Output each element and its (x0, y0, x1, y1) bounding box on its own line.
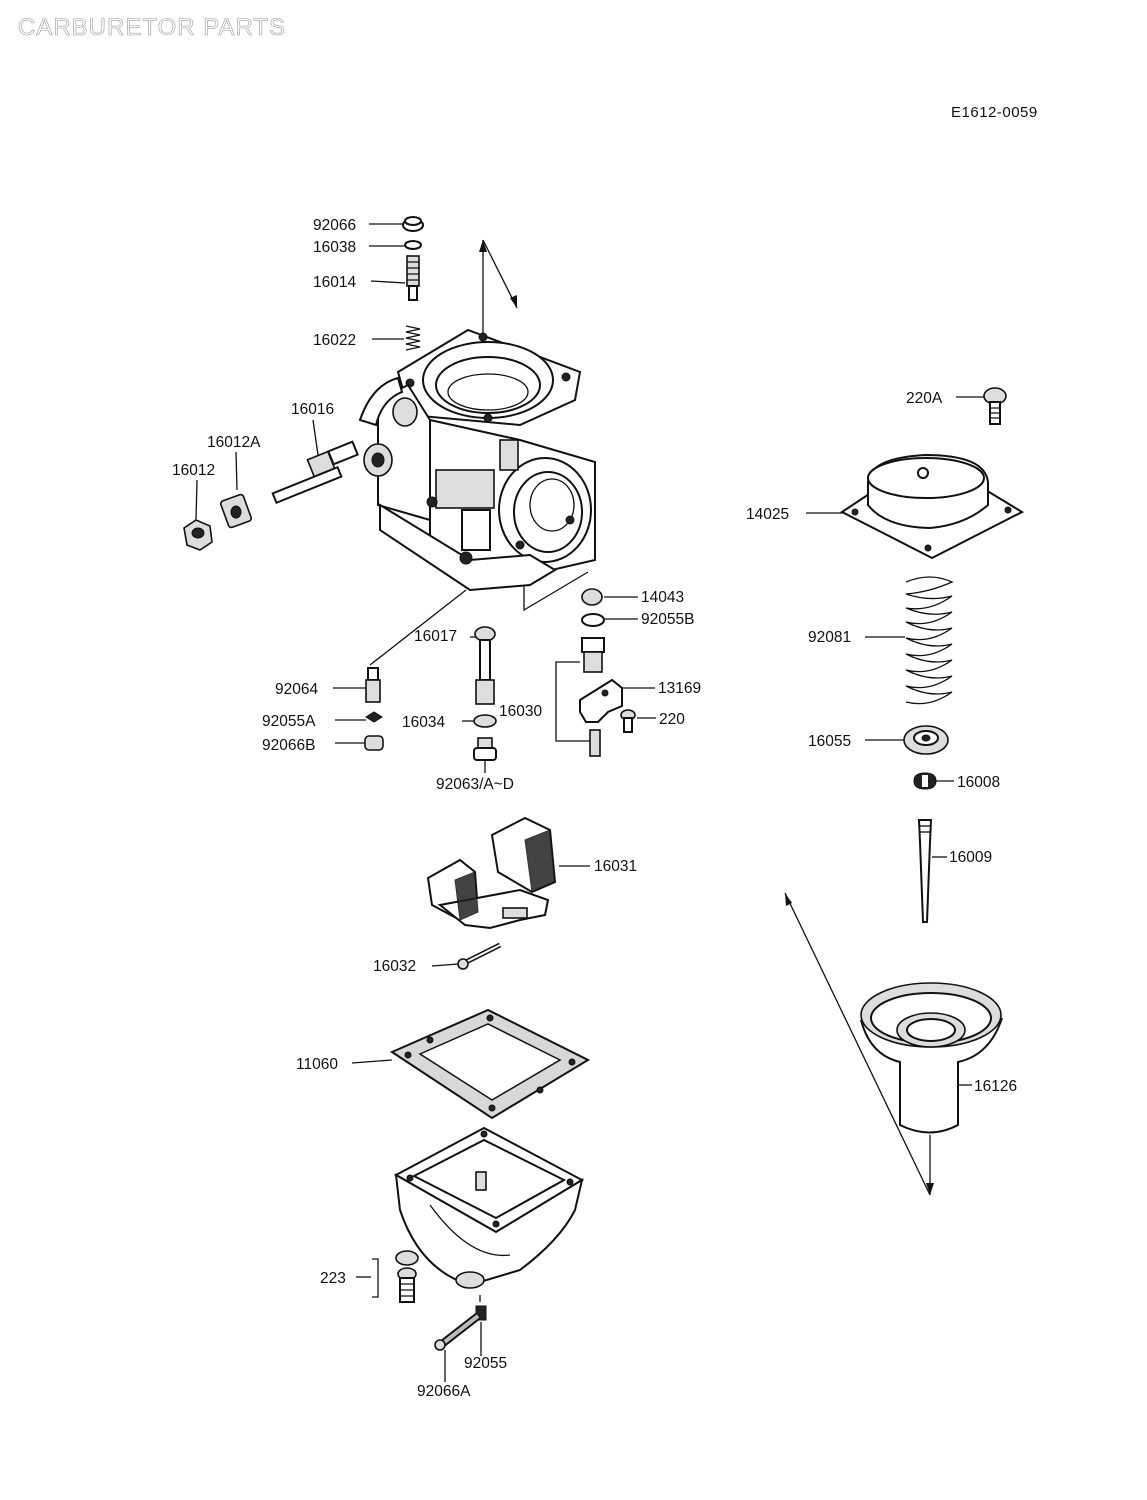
spring-seat-16055 (903, 725, 949, 755)
spring-92081 (905, 576, 954, 705)
float-valve-16030 (581, 637, 605, 757)
part-label-92066A[interactable]: 92066A (417, 1383, 471, 1400)
part-label-92055[interactable]: 92055 (464, 1355, 507, 1372)
part-label-92055A[interactable]: 92055A (262, 713, 316, 730)
part-label-16034[interactable]: 16034 (402, 714, 445, 731)
main-jet-92063 (473, 737, 497, 761)
part-label-92081[interactable]: 92081 (808, 629, 851, 646)
part-label-16031[interactable]: 16031 (594, 858, 637, 875)
cap-16012 (183, 519, 213, 551)
valve-seat-14043 (581, 588, 603, 606)
washer-16038 (404, 240, 422, 250)
spring-16022 (405, 325, 421, 351)
part-label-16032[interactable]: 16032 (373, 958, 416, 975)
screw-223 (395, 1250, 419, 1303)
part-labels: 92066 16038 16014 16022 16016 16012A 160… (172, 217, 1017, 1400)
part-label-16014[interactable]: 16014 (313, 274, 356, 291)
part-label-92055B[interactable]: 92055B (641, 611, 694, 628)
direction-arrows (479, 239, 934, 1196)
washer-92055 (475, 1305, 487, 1321)
part-label-16055[interactable]: 16055 (808, 733, 851, 750)
diaphragm-16126 (860, 982, 1003, 1134)
part-label-220[interactable]: 220 (659, 711, 685, 728)
o-ring-92055B (581, 613, 605, 627)
plug-92066B (364, 735, 384, 751)
part-label-13169[interactable]: 13169 (658, 680, 701, 697)
page-title: CARBURETOR PARTS (18, 14, 287, 42)
top-cover-14025 (840, 453, 1025, 560)
choke-16016 (271, 440, 359, 505)
part-label-11060[interactable]: 11060 (296, 1056, 338, 1073)
part-label-92063-A-D[interactable]: 92063/A~D (436, 776, 514, 793)
part-label-223[interactable]: 223 (320, 1270, 346, 1287)
screw-16014 (406, 255, 420, 301)
carburetor-body (358, 328, 596, 592)
holder-16034 (473, 714, 497, 728)
part-label-220A[interactable]: 220A (906, 390, 943, 407)
clip-16008 (913, 772, 937, 790)
part-label-16016[interactable]: 16016 (291, 401, 334, 418)
part-label-16017[interactable]: 16017 (414, 628, 457, 645)
leader-lines (195, 223, 984, 1382)
needle-jet-16017 (474, 626, 496, 705)
screw-220A (983, 387, 1007, 425)
part-label-92064[interactable]: 92064 (275, 681, 318, 698)
diagram-code: E1612-0059 (951, 104, 1038, 121)
nut-16012A (219, 493, 253, 529)
part-label-14025[interactable]: 14025 (746, 506, 789, 523)
cap-92066 (402, 216, 424, 232)
drain-screw-92066A (434, 1312, 481, 1351)
part-label-16009[interactable]: 16009 (949, 849, 992, 866)
float-bowl (393, 1126, 585, 1289)
part-label-14043[interactable]: 14043 (641, 589, 684, 606)
washer-92055A (365, 711, 383, 723)
plate-13169 (579, 678, 623, 723)
part-label-16012[interactable]: 16012 (172, 462, 215, 479)
part-label-16008[interactable]: 16008 (957, 774, 1000, 791)
part-label-92066[interactable]: 92066 (313, 217, 356, 234)
part-label-16022[interactable]: 16022 (313, 332, 356, 349)
part-label-16030[interactable]: 16030 (499, 703, 542, 720)
gasket-11060 (389, 1008, 591, 1120)
float-16031 (426, 816, 557, 930)
part-label-16038[interactable]: 16038 (313, 239, 356, 256)
screw-220 (620, 709, 636, 733)
needle-16009 (917, 819, 933, 923)
part-label-16126[interactable]: 16126 (974, 1078, 1017, 1095)
part-label-16012A[interactable]: 16012A (207, 434, 261, 451)
pin-16032 (457, 942, 502, 970)
part-label-92066B[interactable]: 92066B (262, 737, 315, 754)
pilot-jet-92064 (365, 667, 381, 703)
